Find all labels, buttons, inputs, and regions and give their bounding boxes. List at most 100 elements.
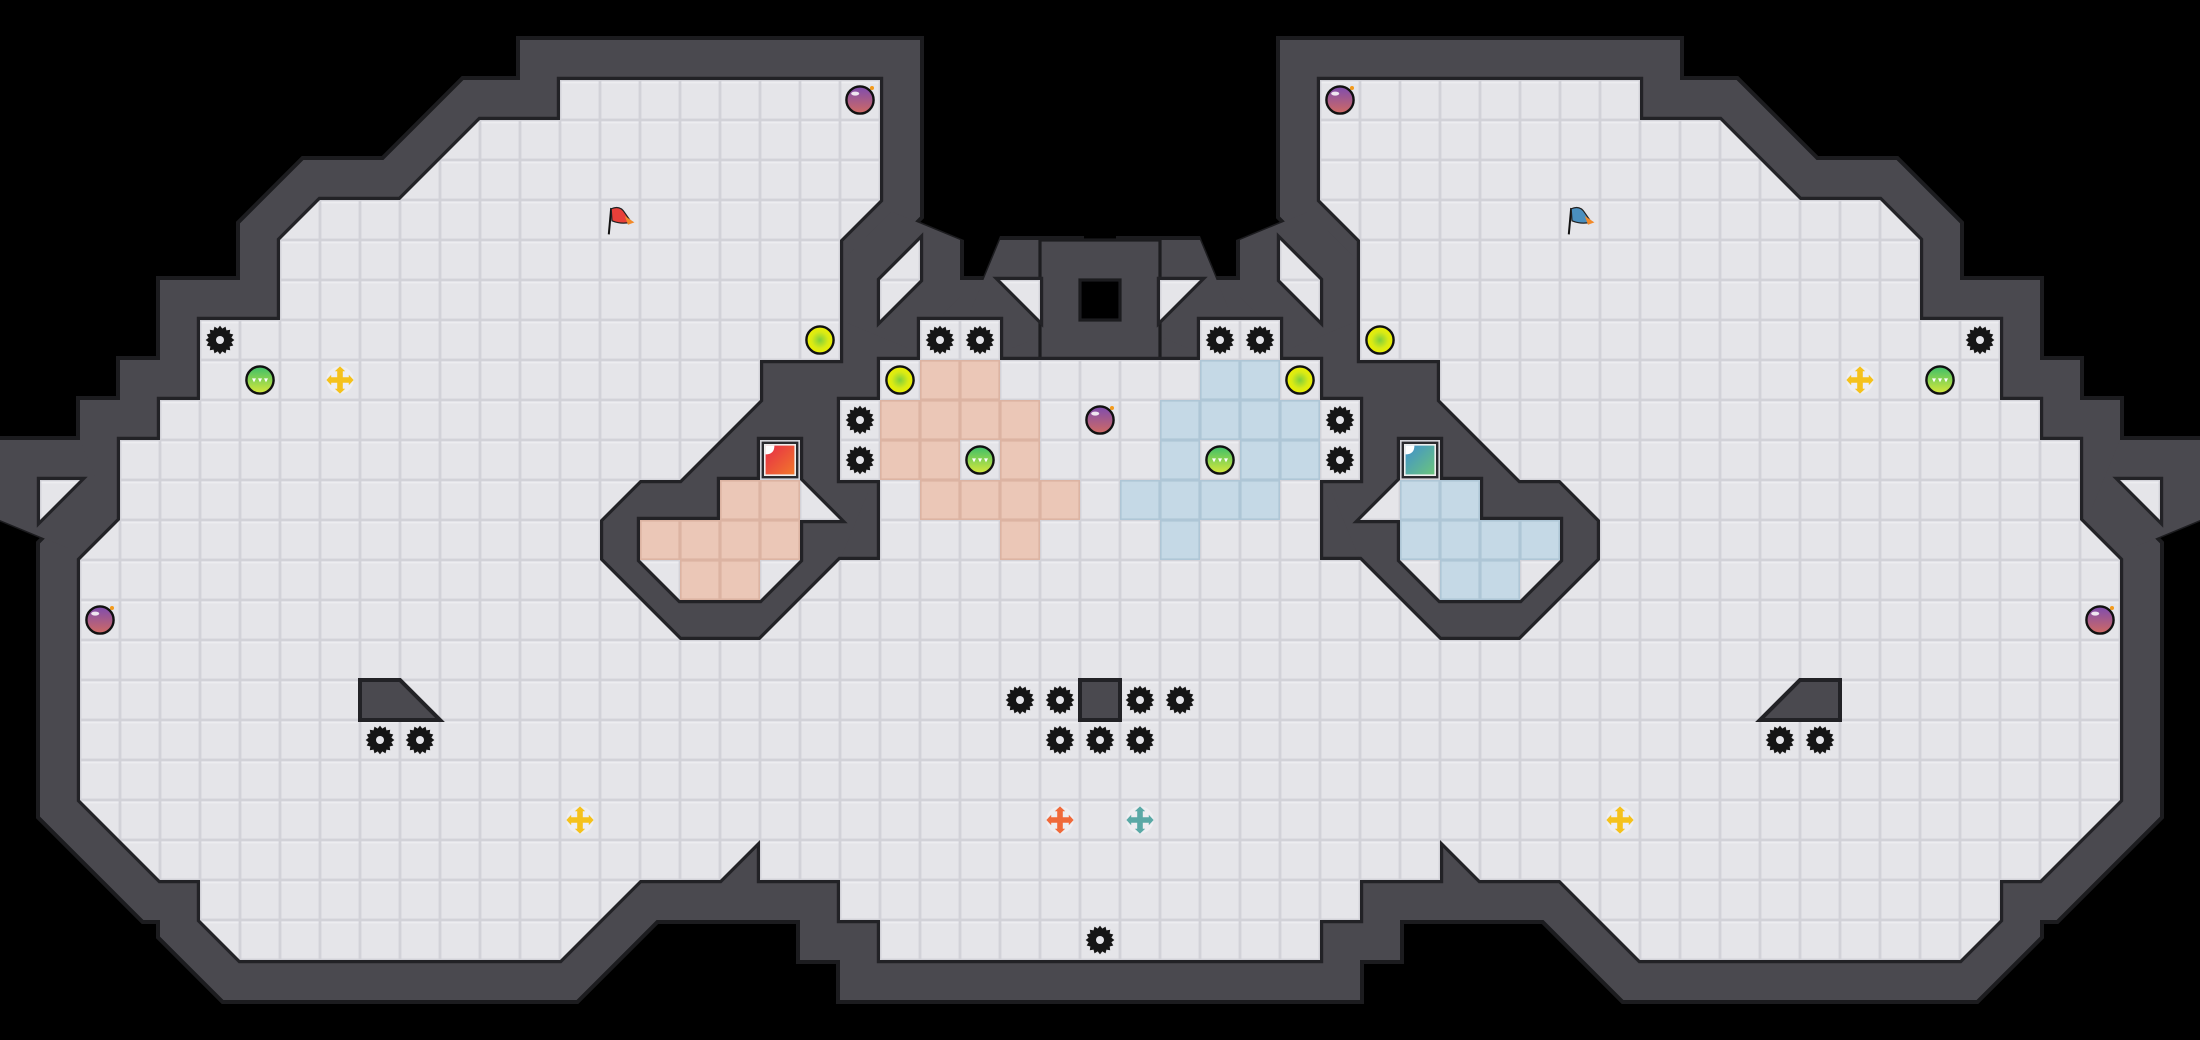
red-zone-tile (720, 520, 761, 561)
blue-zone-tile (1480, 560, 1521, 601)
gear-hazard-icon (1125, 685, 1155, 715)
green-boost-orb-icon (245, 365, 275, 395)
bomb-icon (85, 605, 115, 635)
blue-zone-tile (1160, 400, 1201, 441)
gear-hazard-icon (845, 405, 875, 435)
blue-zone-tile (1200, 480, 1241, 521)
floor (880, 240, 920, 320)
red-zone-tile (760, 480, 801, 521)
gear-hazard-icon (1045, 725, 1075, 755)
floor (1280, 240, 1320, 320)
blue-zone-tile (1440, 480, 1481, 521)
cross-arrows-icon (326, 366, 354, 394)
gear-hazard-icon (925, 325, 955, 355)
yellow-orb-icon (805, 325, 835, 355)
gear-hazard-icon (845, 445, 875, 475)
blue-zone-tile (1200, 400, 1241, 441)
red-zone-tile (720, 480, 761, 521)
blue-zone-tile (1440, 560, 1481, 601)
red-zone-tile (920, 400, 961, 441)
floor (40, 480, 80, 520)
blue-zone-tile (1440, 520, 1481, 561)
gear-hazard-icon (1325, 405, 1355, 435)
red-zone-tile (1040, 480, 1081, 521)
blue-zone-tile (1240, 360, 1281, 401)
red-zone-tile (1000, 440, 1041, 481)
gear-hazard-icon (1325, 445, 1355, 475)
floor (80, 80, 2120, 960)
player-block (1401, 441, 1439, 479)
red-zone-tile (880, 400, 921, 441)
red-zone-tile (960, 360, 1001, 401)
bomb-icon (1085, 405, 1115, 435)
cross-arrows-icon (566, 806, 594, 834)
red-zone-tile (680, 520, 721, 561)
green-boost-orb-icon (1205, 445, 1235, 475)
blue-zone-tile (1480, 520, 1521, 561)
gear-hazard-icon (1205, 325, 1235, 355)
blue-zone-tile (1400, 520, 1441, 561)
blue-zone-tile (1240, 440, 1281, 481)
red-zone-tile (720, 560, 761, 601)
floor (1000, 280, 1040, 320)
gear-hazard-icon (965, 325, 995, 355)
blue-zone-tile (1520, 520, 1561, 561)
flag-icon (1567, 206, 1595, 235)
blue-zone-tile (1280, 440, 1321, 481)
red-zone-tile (640, 520, 681, 561)
cross-arrows-icon (1846, 366, 1874, 394)
cross-arrows-icon (1606, 806, 1634, 834)
cross-arrows-icon (1046, 806, 1074, 834)
wall-block (358, 678, 445, 722)
cross-arrows-icon (1126, 806, 1154, 834)
red-zone-tile (1000, 400, 1041, 441)
gear-hazard-icon (1965, 325, 1995, 355)
bomb-icon (2085, 605, 2115, 635)
floor (1160, 280, 1200, 320)
gear-hazard-icon (205, 325, 235, 355)
red-zone-tile (680, 560, 721, 601)
gear-hazard-icon (1125, 725, 1155, 755)
blue-zone-tile (1280, 400, 1321, 441)
blue-zone-tile (1240, 480, 1281, 521)
blue-zone-tile (1200, 360, 1241, 401)
yellow-orb-icon (885, 365, 915, 395)
gear-hazard-icon (1045, 685, 1075, 715)
blue-zone-tile (1400, 480, 1441, 521)
blue-zone-tile (1120, 480, 1161, 521)
red-zone-tile (960, 400, 1001, 441)
green-boost-orb-icon (1925, 365, 1955, 395)
gear-hazard-icon (1765, 725, 1795, 755)
player-block (761, 441, 799, 479)
blue-zone-tile (1160, 440, 1201, 481)
gear-hazard-icon (365, 725, 395, 755)
gear-hazard-icon (1805, 725, 1835, 755)
red-zone-tile (880, 440, 921, 481)
red-zone-tile (1000, 480, 1041, 521)
red-zone-tile (960, 480, 1001, 521)
gear-hazard-icon (1165, 685, 1195, 715)
blue-zone-tile (1160, 520, 1201, 561)
yellow-orb-icon (1365, 325, 1395, 355)
gear-hazard-icon (1245, 325, 1275, 355)
floor (2120, 480, 2160, 520)
red-zone-tile (920, 360, 961, 401)
center-tower-hole (1078, 278, 1122, 322)
blue-zone-tile (1160, 480, 1201, 521)
gear-hazard-icon (405, 725, 435, 755)
gear-hazard-icon (1085, 725, 1115, 755)
yellow-orb-icon (1285, 365, 1315, 395)
gear-hazard-icon (1005, 685, 1035, 715)
green-boost-orb-icon (965, 445, 995, 475)
gear-hazard-icon (1085, 925, 1115, 955)
bomb-icon (845, 85, 875, 115)
red-zone-tile (920, 440, 961, 481)
red-zone-tile (760, 520, 801, 561)
wall-block (1078, 678, 1122, 722)
wall-block (1755, 678, 1842, 722)
red-zone-tile (1000, 520, 1041, 561)
blue-zone-tile (1240, 400, 1281, 441)
bomb-icon (1325, 85, 1355, 115)
flag-icon (607, 206, 635, 235)
